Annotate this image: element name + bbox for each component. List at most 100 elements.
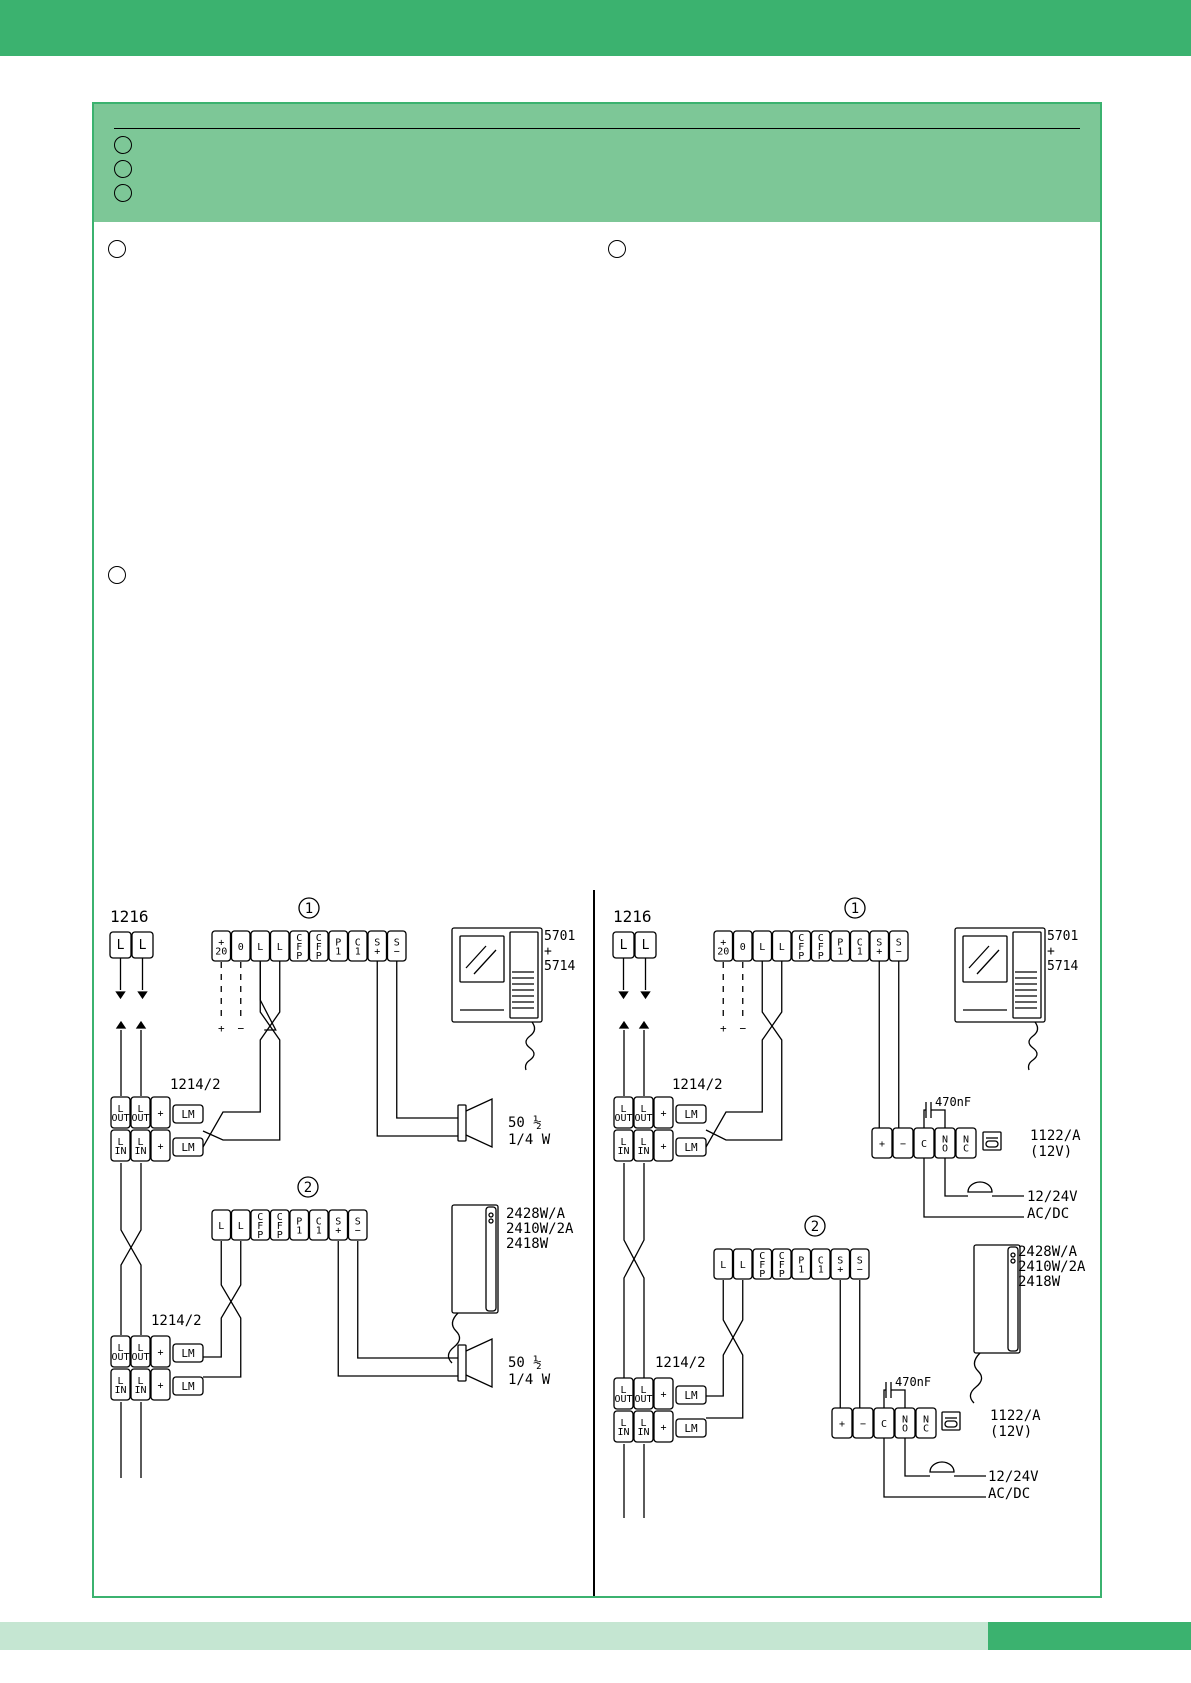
left-box-2-circle xyxy=(297,1176,319,1198)
right-box2-terminals-cell xyxy=(810,1248,831,1280)
right-box1-terminals-cell xyxy=(732,930,753,962)
left-speaker-wire xyxy=(396,961,458,1119)
right-box2-terminals-text: S− xyxy=(857,1256,863,1276)
right-supply-minus: − xyxy=(739,1022,746,1035)
right-chime-2-icon-icon xyxy=(941,1411,961,1431)
right-monitor-1-glare xyxy=(968,945,990,969)
left-distributor-1-lm2-text: LM xyxy=(181,1141,195,1154)
right-distributor-2-top-cell xyxy=(633,1377,654,1410)
left-box2-terminals-cell xyxy=(347,1209,368,1241)
left-monitor-1-label: 5714 xyxy=(544,959,575,974)
right-distributor-2-top-text: + xyxy=(660,1390,666,1401)
right-handset-2-label: 2410W/2A xyxy=(1018,1259,1086,1275)
left-box1-terminals-cell xyxy=(211,930,232,962)
right-distributor-1-lm1 xyxy=(675,1104,707,1124)
left-box2-terminals-cell xyxy=(269,1209,290,1241)
right-supply2-wire xyxy=(883,1438,986,1498)
right-handset-2-handpiece xyxy=(1007,1246,1019,1352)
right-bell-2 xyxy=(929,1461,955,1473)
right-distributor-1-lm1-text: LM xyxy=(684,1108,698,1121)
right-chime-2-label: 1122/A xyxy=(990,1408,1041,1424)
right-box1-terminals-text: S+ xyxy=(876,938,882,958)
left-box2-terminals-cell xyxy=(230,1209,251,1241)
right-trunk-arrow xyxy=(618,1020,630,1029)
left-distributor-2-bottom-text: + xyxy=(157,1381,163,1392)
left-monitor-1-glare xyxy=(473,949,497,975)
right-capacitor-label: 470nF xyxy=(935,1095,971,1109)
right-distributor-2-lm1-text: LM xyxy=(684,1389,698,1402)
right-distributor-1-bottom-text: + xyxy=(660,1142,666,1153)
right-handset-2-label: 2418W xyxy=(1018,1274,1061,1290)
right-chime-1-label: (12V) xyxy=(1030,1144,1072,1160)
right-chime-1-label: 1122/A xyxy=(1030,1128,1081,1144)
right-box1-terminals-text: L xyxy=(759,942,765,953)
left-distributor-1-top-cell xyxy=(150,1096,171,1129)
left-box2-terminals-cell xyxy=(250,1209,271,1241)
right-monitor-1-label: 5714 xyxy=(1047,959,1078,974)
language-bullet-1 xyxy=(114,136,132,154)
right-handset-2-dot xyxy=(1010,1258,1016,1264)
right-distributor-2-bottom-cell xyxy=(633,1410,654,1443)
right-distributor-1-bottom-cell xyxy=(653,1129,674,1162)
right-supply-1-label: AC/DC xyxy=(1027,1206,1069,1222)
language-bullet-2 xyxy=(114,160,132,178)
right-distributor-2-top-cell xyxy=(653,1377,674,1410)
header-rule xyxy=(114,128,1080,129)
left-distributor-2-bottom-cell xyxy=(110,1368,131,1401)
left-handset-2-dot xyxy=(488,1212,494,1218)
right-chime-1-icon-icon-win xyxy=(985,1140,999,1148)
right-box2-terminals-text: S+ xyxy=(837,1256,843,1276)
left-distributor-2-top-text: + xyxy=(157,1348,163,1359)
right-trunk-arrow xyxy=(638,1020,650,1029)
left-distributor-2-label: 1214/2 xyxy=(151,1313,202,1329)
right-box1-terminals-cell xyxy=(791,930,812,962)
left-box1-terminals-text: 0 xyxy=(238,942,244,953)
language-bullet-3 xyxy=(114,184,132,202)
left-speaker-1-magnet xyxy=(457,1104,467,1142)
right-distributor-1-top-cell xyxy=(633,1096,654,1129)
left-monitor-1-screen xyxy=(459,935,505,983)
right-bell-1 xyxy=(967,1181,993,1193)
right-supply-wire xyxy=(923,1158,1024,1218)
right-distributor-1-top-text: + xyxy=(660,1109,666,1120)
left-speaker-wire xyxy=(376,961,458,1137)
right-monitor-1-label: + xyxy=(1047,944,1055,959)
left-distributor-1-lm1-text: LM xyxy=(181,1108,195,1121)
left-distributor-1-top-cell xyxy=(130,1096,151,1129)
left-distributor-1-label: 1214/2 xyxy=(170,1077,221,1093)
left-wire-x xyxy=(259,962,277,1031)
diagram-divider xyxy=(593,890,595,1596)
right-chime-1-terminals-text: − xyxy=(900,1139,906,1150)
right-supply-2-label: AC/DC xyxy=(988,1486,1030,1502)
right-box2-terminals-cell xyxy=(849,1248,870,1280)
right-box2-terminals-cell xyxy=(830,1248,851,1280)
left-distributor-1-bottom-text: + xyxy=(157,1142,163,1153)
right-distributor-2-bottom-cell xyxy=(653,1410,674,1443)
left-supply-minus: − xyxy=(237,1022,244,1035)
left-box-1-circle xyxy=(298,897,320,919)
right-trunk-cross xyxy=(623,1163,645,1378)
left-unit-1216: 1216 xyxy=(110,907,149,926)
right-trunk-cross xyxy=(623,1163,645,1378)
left-wire-d xyxy=(203,1241,242,1358)
right-box-1-label: 1 xyxy=(851,901,859,917)
left-box1-terminals-cell xyxy=(347,930,368,962)
content-panel xyxy=(92,102,1102,1598)
right-chime-2-icon-icon-win xyxy=(944,1420,958,1428)
right-chime-2-terminals-text: C xyxy=(881,1419,887,1430)
